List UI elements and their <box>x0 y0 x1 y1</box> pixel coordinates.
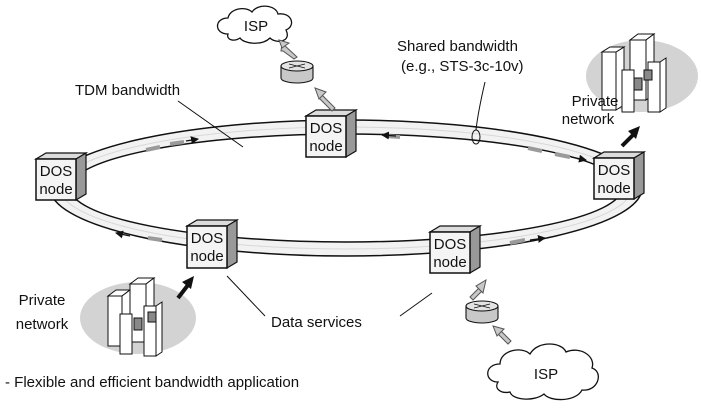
svg-text:DOS: DOS <box>40 163 73 180</box>
traffic-arrows <box>115 131 587 243</box>
shared-marker <box>471 129 481 145</box>
dos-node-right: DOS node <box>591 150 647 201</box>
svg-text:DOS: DOS <box>434 236 467 253</box>
flow-arrow <box>381 131 397 140</box>
arrow-icon <box>176 276 194 300</box>
shared-bandwidth-label-line2: (e.g., STS-3c-10v) <box>401 58 524 75</box>
data-services-label: Data services <box>271 314 362 331</box>
footnote: - Flexible and efficient bandwidth appli… <box>5 374 299 391</box>
dos-node-top: DOS node <box>303 108 359 159</box>
arrow-icon <box>314 87 336 112</box>
svg-text:network: network <box>562 111 615 128</box>
data-services-pointer-left <box>226 275 266 317</box>
shared-bandwidth-label-line1: Shared bandwidth <box>397 38 518 55</box>
arrow-icon <box>469 278 487 301</box>
isp-bottom: ISP <box>465 278 599 401</box>
flow-arrow <box>115 230 131 239</box>
svg-text:network: network <box>16 316 69 333</box>
svg-text:DOS: DOS <box>310 120 343 137</box>
flow-arrow <box>185 136 199 145</box>
svg-text:DOS: DOS <box>191 230 224 247</box>
svg-text:node: node <box>433 254 466 271</box>
svg-text:node: node <box>597 180 630 197</box>
svg-text:Private: Private <box>19 292 66 309</box>
svg-text:ISP: ISP <box>534 366 558 383</box>
building-icon <box>600 33 667 113</box>
shared-pointer <box>475 81 486 131</box>
arrow-icon <box>492 325 512 345</box>
flow-arrow <box>529 234 546 243</box>
flow-arrow <box>570 154 587 163</box>
dos-node-bottom-left: DOS node <box>184 218 240 270</box>
svg-text:node: node <box>190 248 223 265</box>
arrow-icon <box>620 126 640 148</box>
router-icon <box>280 60 314 84</box>
private-network-left: Private network <box>16 276 196 357</box>
svg-text:DOS: DOS <box>598 162 631 179</box>
svg-text:node: node <box>309 138 342 155</box>
dos-node-bottom-right: DOS node <box>427 224 483 275</box>
isp-top: ISP <box>216 5 336 112</box>
cloud-icon <box>487 343 599 401</box>
dos-node-left: DOS node <box>33 151 89 202</box>
data-services-pointer-right <box>399 292 433 317</box>
cloud-icon <box>216 5 293 44</box>
router-icon <box>465 300 499 324</box>
tdm-bandwidth-label: TDM bandwidth <box>75 82 180 99</box>
private-network-right: Private network <box>562 33 698 148</box>
svg-text:Private: Private <box>572 93 619 110</box>
tdm-pointer <box>177 100 244 148</box>
arrow-icon <box>278 39 298 60</box>
svg-text:node: node <box>39 181 72 198</box>
pointer-lines <box>177 81 486 317</box>
svg-text:ISP: ISP <box>244 18 268 35</box>
building-icon <box>106 277 163 357</box>
